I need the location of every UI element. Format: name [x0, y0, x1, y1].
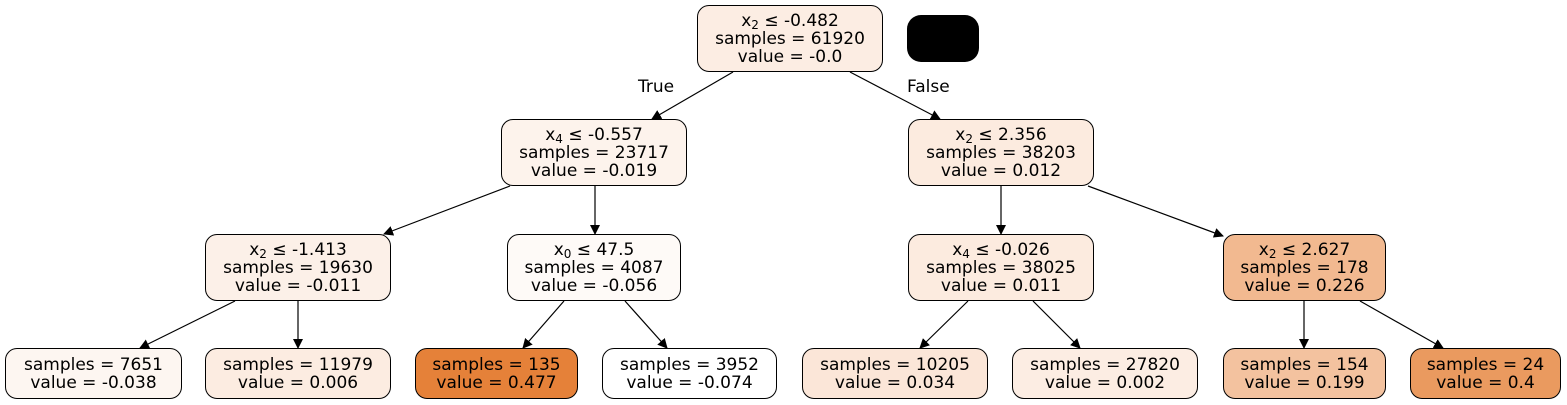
- edge-n5-n12: [1032, 300, 1081, 349]
- node-samples: samples = 4087: [524, 257, 664, 278]
- node-samples: samples = 24: [1426, 354, 1545, 375]
- node-samples: samples = 10205: [820, 354, 970, 375]
- node-value: value = -0.038: [30, 372, 157, 393]
- tree-node-root: x2 ≤ -0.482 samples = 61920 value = -0.0: [697, 5, 883, 72]
- edge-n6-n14: [1359, 300, 1444, 349]
- node-samples: samples = 38203: [926, 142, 1076, 163]
- edge-n4-n10: [624, 300, 668, 349]
- node-samples: samples = 3952: [620, 354, 759, 375]
- node-value: value = 0.199: [1244, 372, 1365, 393]
- node-value: value = 0.002: [1044, 372, 1166, 393]
- node-value: value = 0.4: [1436, 372, 1535, 393]
- node-condition: x2 ≤ 2.627: [1258, 239, 1351, 261]
- node-samples: samples = 23717: [519, 142, 669, 163]
- legend-black-box: [907, 15, 979, 62]
- node-condition: x4 ≤ -0.557: [545, 124, 643, 146]
- node-samples: samples = 135: [432, 354, 561, 375]
- node-value: value = -0.019: [530, 160, 658, 181]
- edge-n5-n11: [919, 300, 969, 349]
- edge-n1-n3: [383, 185, 511, 236]
- edge-n3-n7: [139, 300, 236, 349]
- tree-node: x4 ≤ -0.026 samples = 38025 value = 0.01…: [908, 234, 1094, 301]
- node-value: value = -0.0: [737, 46, 843, 67]
- tree-leaf: samples = 10205 value = 0.034: [802, 348, 988, 399]
- tree-leaf: samples = 11979 value = 0.006: [205, 348, 391, 399]
- edge-n4-n9: [522, 300, 565, 349]
- tree-node: x4 ≤ -0.557 samples = 23717 value = -0.0…: [501, 119, 687, 186]
- node-condition: x2 ≤ -0.482: [741, 10, 839, 32]
- node-value: value = -0.011: [234, 275, 362, 296]
- node-condition: x0 ≤ 47.5: [553, 239, 635, 261]
- node-value: value = 0.034: [834, 372, 956, 393]
- node-samples: samples = 154: [1240, 354, 1369, 375]
- edge-label-false: False: [907, 77, 950, 97]
- node-condition: x2 ≤ 2.356: [955, 124, 1047, 146]
- node-value: value = 0.012: [940, 160, 1062, 181]
- tree-leaf: samples = 3952 value = -0.074: [602, 348, 777, 399]
- node-value: value = 0.226: [1244, 275, 1365, 296]
- tree-node: x2 ≤ -1.413 samples = 19630 value = -0.0…: [205, 234, 391, 301]
- tree-node: x2 ≤ 2.627 samples = 178 value = 0.226: [1223, 234, 1386, 301]
- node-condition: x4 ≤ -0.026: [952, 239, 1050, 261]
- node-value: value = 0.477: [436, 372, 557, 393]
- node-value: value = -0.074: [626, 372, 753, 393]
- edge-n2-n6: [1087, 185, 1224, 238]
- tree-leaf: samples = 24 value = 0.4: [1410, 348, 1561, 399]
- node-value: value = 0.011: [940, 275, 1062, 296]
- edge-n0-n2: [849, 71, 941, 120]
- node-samples: samples = 38025: [926, 257, 1076, 278]
- node-samples: samples = 11979: [223, 354, 373, 375]
- node-samples: samples = 178: [1240, 257, 1369, 278]
- tree-leaf: samples = 135 value = 0.477: [415, 348, 578, 399]
- tree-leaf: samples = 154 value = 0.199: [1223, 348, 1386, 399]
- node-samples: samples = 27820: [1030, 354, 1180, 375]
- tree-node: x0 ≤ 47.5 samples = 4087 value = -0.056: [507, 234, 681, 301]
- node-value: value = -0.056: [530, 275, 658, 296]
- node-condition: x2 ≤ -1.413: [249, 239, 347, 261]
- edge-label-true: True: [638, 77, 675, 97]
- node-samples: samples = 7651: [24, 354, 163, 375]
- edge-n0-n1: [651, 71, 734, 120]
- node-value: value = 0.006: [237, 372, 359, 393]
- node-samples: samples = 61920: [715, 28, 865, 49]
- node-samples: samples = 19630: [223, 257, 373, 278]
- tree-leaf: samples = 27820 value = 0.002: [1012, 348, 1198, 399]
- tree-node: x2 ≤ 2.356 samples = 38203 value = 0.012: [908, 119, 1094, 186]
- tree-leaf: samples = 7651 value = -0.038: [5, 348, 182, 399]
